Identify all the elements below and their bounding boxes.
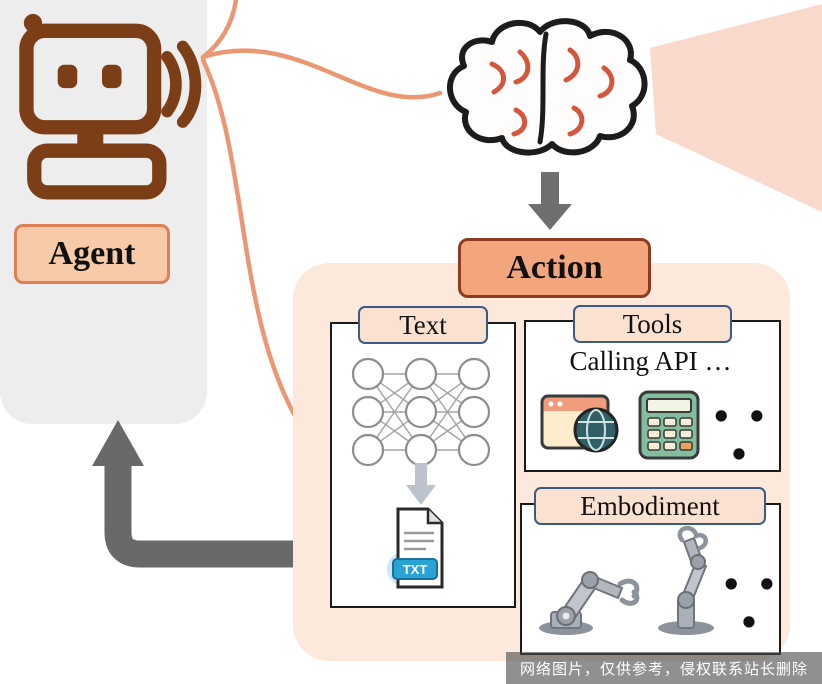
txt-badge-label: TXT bbox=[403, 562, 428, 577]
embodiment-module-tag: Embodiment bbox=[534, 487, 766, 525]
embodiment-ellipsis: • • • bbox=[720, 566, 780, 642]
neural-network-icon bbox=[351, 357, 491, 467]
connector-top-to-agent bbox=[200, 0, 239, 60]
browser-globe-icon bbox=[540, 394, 619, 453]
robot-arm-icon-1 bbox=[539, 571, 640, 635]
action-label: Action bbox=[458, 238, 651, 298]
agent-label: Agent bbox=[14, 224, 170, 284]
watermark-text: 网络图片，仅供参考，侵权联系站长删除 bbox=[505, 652, 822, 684]
txt-file-icon: TXT bbox=[387, 507, 444, 589]
connector-agent-to-action bbox=[200, 57, 305, 431]
nn-to-txt-arrow bbox=[406, 463, 436, 505]
tools-ellipsis: • • • bbox=[710, 398, 770, 474]
calling-api-caption: Calling API … bbox=[569, 346, 732, 376]
brain-to-action-arrow bbox=[528, 172, 572, 230]
robot-agent-icon bbox=[19, 13, 202, 200]
feedback-arrow bbox=[92, 420, 328, 568]
robot-arm-icon-2 bbox=[658, 525, 714, 635]
tools-module-tag: Tools bbox=[573, 305, 732, 343]
calculator-icon bbox=[638, 390, 700, 460]
connector-agent-to-brain bbox=[200, 48, 443, 100]
text-module-tag: Text bbox=[358, 306, 488, 344]
brain-icon bbox=[447, 18, 648, 156]
